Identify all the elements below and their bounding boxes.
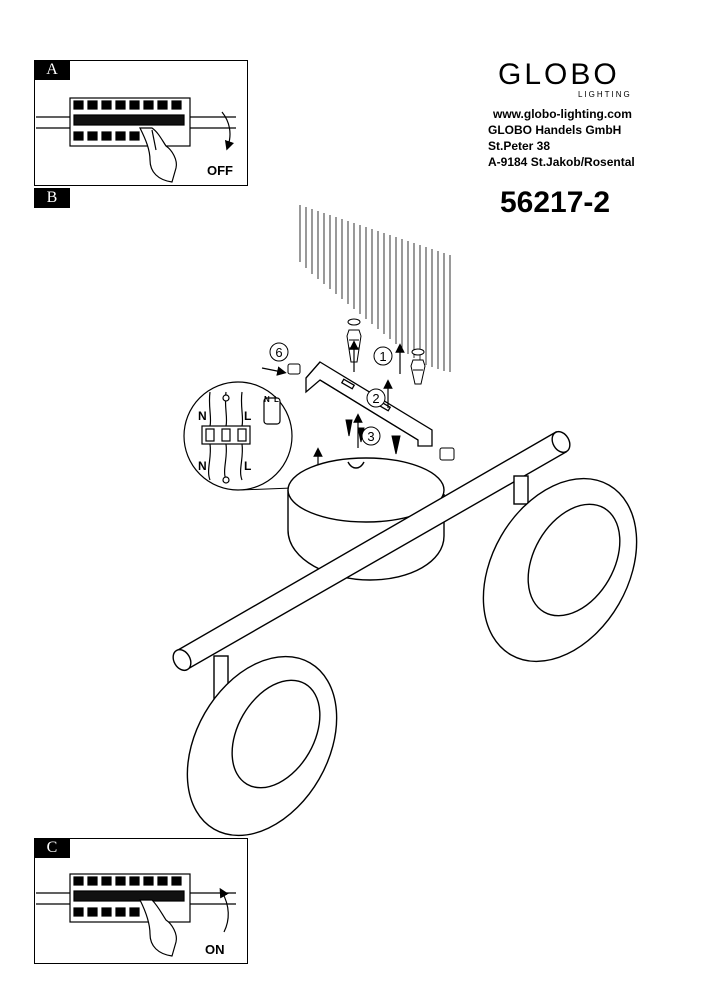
- wire-n-top: N: [198, 409, 207, 423]
- hand-c: [139, 899, 177, 957]
- panel-b-label: B: [34, 188, 70, 208]
- brand-logo: GLOBO: [498, 58, 620, 91]
- step-1: 1: [379, 349, 386, 364]
- panel-a-label: A: [34, 60, 70, 80]
- wire-l-bottom: L: [244, 459, 251, 473]
- off-arrow: [221, 111, 235, 151]
- step-6: 6: [275, 345, 282, 360]
- wiring-inset: [183, 381, 293, 491]
- wall-plug-right: [410, 348, 426, 385]
- model-number: 56217-2: [500, 186, 611, 219]
- inset-n: N: [264, 395, 270, 404]
- on-arrow: [219, 887, 229, 933]
- panel-c-label: C: [34, 838, 70, 858]
- ceiling-hatch: [299, 205, 451, 372]
- brand-logo-sub: LIGHTING: [578, 90, 632, 99]
- panel-c: [34, 838, 248, 964]
- cable-clamp-screw: [287, 363, 455, 461]
- wire-n-bottom: N: [198, 459, 207, 473]
- breaker-terminals-c: [73, 876, 185, 917]
- brand-city: A-9184 St.Jakob/Rosental: [488, 155, 635, 169]
- panel-c-state: ON: [205, 942, 225, 957]
- brand-company: GLOBO Handels GmbH: [488, 123, 622, 137]
- step-2: 2: [372, 391, 379, 406]
- screws: [345, 419, 401, 455]
- inset-pointer: [239, 487, 293, 491]
- breaker-strip-a: [36, 97, 236, 183]
- panel-a-state: OFF: [207, 163, 233, 178]
- panel-a: [34, 60, 248, 186]
- brand-website: www.globo-lighting.com: [493, 107, 632, 121]
- spot-head-right: [482, 475, 638, 663]
- wire-l-top: L: [244, 409, 251, 423]
- inset-l: L: [274, 395, 279, 404]
- breaker-strip-c: [36, 873, 236, 957]
- hand-a: [139, 127, 177, 183]
- breaker-terminals-a: [73, 100, 185, 141]
- canopy: [287, 457, 445, 581]
- step-3: 3: [367, 429, 374, 444]
- brand-street: St.Peter 38: [488, 139, 551, 153]
- spot-head-left: [186, 655, 338, 837]
- spot-bar: [172, 430, 571, 672]
